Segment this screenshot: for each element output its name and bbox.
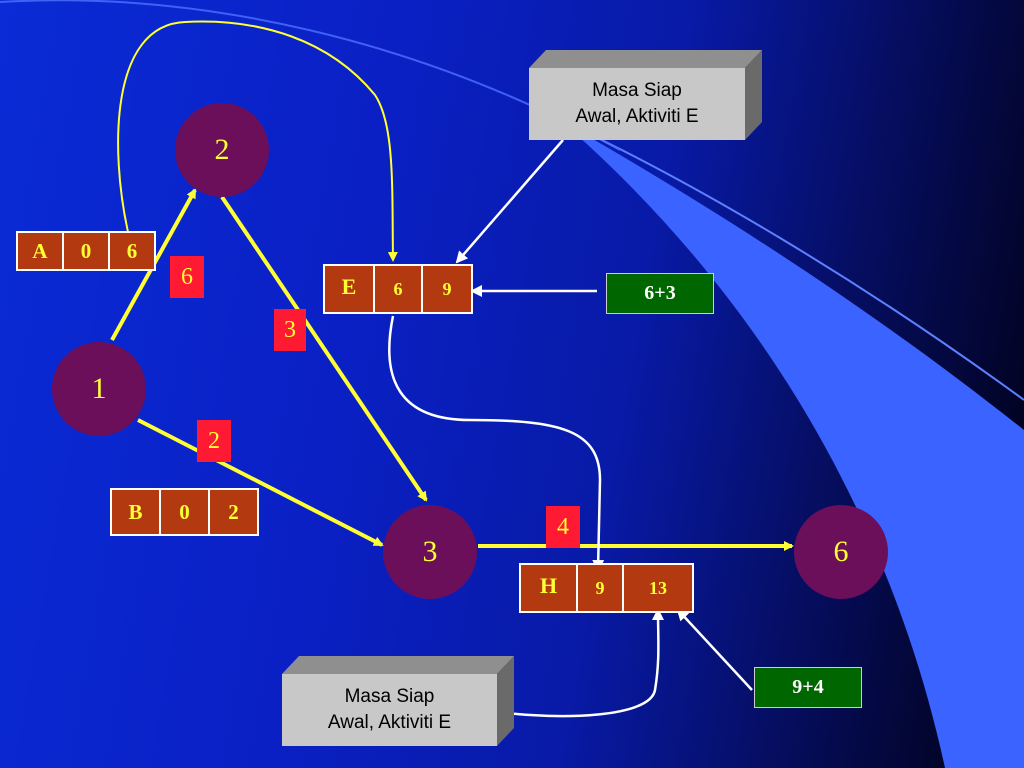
calc-box-e: 6+3 [606, 273, 714, 314]
activity-e-finish: 9 [423, 266, 471, 312]
activity-box-b: B 0 2 [110, 488, 259, 536]
link-a-to-e [117, 20, 398, 262]
activity-h-name: H [521, 565, 578, 611]
node-2: 2 [175, 103, 269, 197]
node-6: 6 [794, 505, 888, 599]
callout-bottom-shape [282, 656, 514, 746]
activity-e-name: E [325, 266, 375, 312]
activity-b-finish: 2 [210, 490, 257, 534]
callout-top-shape [529, 50, 762, 140]
callout-bottom-line2: Awal, Aktiviti E [327, 712, 452, 733]
callout-top-line2: Awal, Aktiviti E [575, 106, 699, 127]
callout-bottom: Masa Siap Awal, Aktiviti E [282, 674, 497, 746]
activity-e-start: 6 [375, 266, 423, 312]
activity-h-start: 9 [578, 565, 624, 611]
callout-top-line1: Masa Siap [592, 80, 682, 101]
callout-bottom-line1: Masa Siap [344, 686, 435, 707]
activity-a-name: A [18, 233, 64, 269]
activity-a-finish: 6 [110, 233, 154, 269]
duration-tag-e: 3 [274, 309, 306, 351]
arrow-1-to-3 [137, 418, 384, 547]
duration-tag-b: 2 [197, 420, 231, 462]
callout-top: Masa Siap Awal, Aktiviti E [529, 68, 745, 140]
calc-box-h: 9+4 [754, 667, 862, 708]
activity-box-a: A 0 6 [16, 231, 156, 271]
pointer-callout-top [455, 139, 564, 264]
activity-b-start: 0 [161, 490, 210, 534]
link-e-to-h [388, 315, 605, 572]
node-3: 3 [383, 505, 477, 599]
pointer-calc-h [676, 608, 753, 691]
arrow-2-to-3 [220, 195, 428, 502]
activity-h-finish: 13 [624, 565, 692, 611]
activity-b-name: B [112, 490, 161, 534]
node-1: 1 [52, 342, 146, 436]
pointer-callout-bottom [496, 608, 665, 718]
activity-box-h: H 9 13 [519, 563, 694, 613]
duration-tag-h: 4 [546, 506, 580, 548]
activity-a-start: 0 [64, 233, 110, 269]
duration-tag-a: 6 [170, 256, 204, 298]
activity-box-e: E 6 9 [323, 264, 473, 314]
